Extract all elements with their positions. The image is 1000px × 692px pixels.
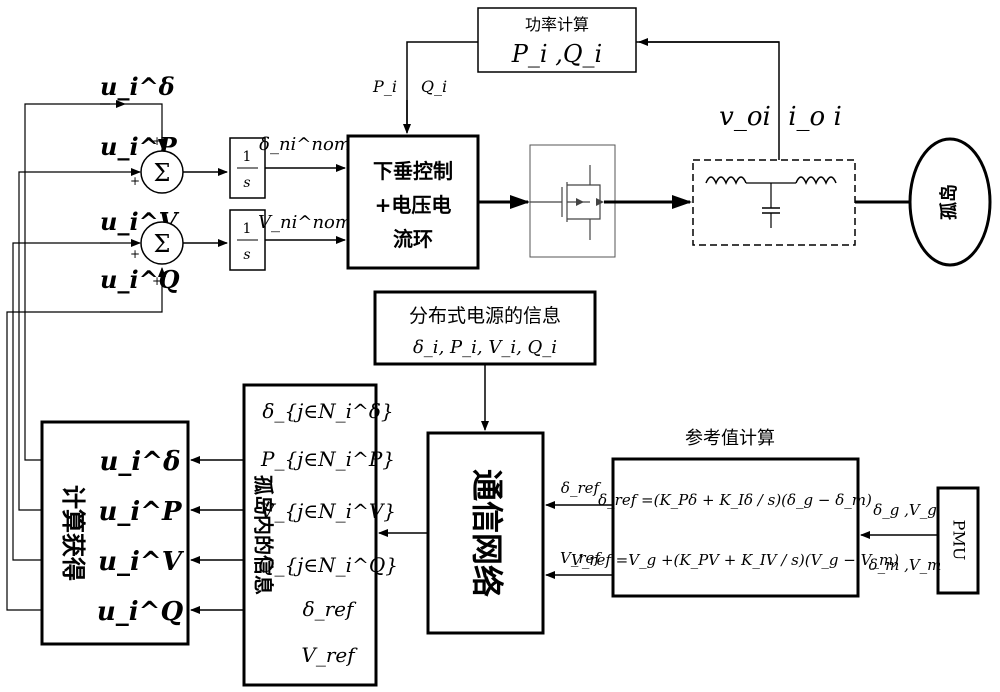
delta-nom-label: δ_ni^nom	[259, 134, 351, 155]
compute-item: u_i^δ	[100, 447, 181, 477]
v-nom-label: V_ni^nom	[258, 212, 352, 233]
island-info-title: 孤岛内的信息	[252, 475, 276, 595]
pmu-in-2: δ_m ,V_m	[869, 556, 942, 574]
power-calc-block: 功率计算 P_i ,Q_i	[477, 7, 637, 73]
compute-title: 计算获得	[59, 485, 87, 581]
plus-sign: +	[130, 174, 140, 188]
droop-line2: +电压电	[375, 193, 452, 217]
sum-symbol: Σ	[154, 230, 171, 258]
q-label: Q_i	[421, 77, 447, 96]
comm-network-block: 通信网络	[426, 431, 545, 635]
compute-block: 计算获得 u_i^δ u_i^P u_i^V u_i^Q	[40, 420, 190, 646]
inductor-icon	[795, 176, 837, 185]
power-calc-title: 功率计算	[525, 15, 589, 34]
island-info-item: δ_ref	[303, 597, 357, 621]
inductor-icon	[705, 176, 747, 185]
svg-text:s: s	[243, 175, 250, 191]
power-calc-output: P_i ,Q_i	[511, 40, 602, 68]
delta-ref-equation: δ_ref =(K_Pδ + K_Iδ / s)(δ_g − δ_m)	[598, 491, 872, 509]
compute-item: u_i^P	[98, 497, 183, 527]
island-label: 孤岛	[938, 184, 960, 220]
inverter-block	[529, 144, 616, 258]
plus-sign: +	[152, 274, 162, 288]
ref-calc-block: δ_ref =(K_Pδ + K_Iδ / s)(δ_g − δ_m) V_re…	[571, 457, 899, 598]
compute-item: u_i^V	[98, 547, 185, 577]
island-info-item: Q_{j∈N_i^Q}	[258, 553, 398, 577]
island-info-item: V_ref	[301, 643, 358, 667]
plus-sign: +	[152, 134, 162, 148]
dg-info-block: 分布式电源的信息 δ_i, P_i, V_i, Q_i	[373, 290, 597, 366]
droop-control-block: 下垂控制 +电压电 流环	[346, 134, 480, 270]
dg-info-title: 分布式电源的信息	[409, 305, 561, 327]
u-delta-input-label: u_i^δ	[100, 72, 175, 101]
island-info-item: P_{j∈N_i^P}	[260, 447, 395, 471]
v-ref-equation: V_ref =V_g +(K_PV + K_IV / s)(V_g − V_m)	[571, 551, 899, 569]
pmu-block: PMU	[936, 486, 980, 595]
droop-line3: 流环	[393, 227, 433, 251]
svg-text:s: s	[243, 247, 250, 263]
island-info-block: 孤岛内的信息 δ_{j∈N_i^δ} P_{j∈N_i^P} V_{j∈N_i^…	[242, 383, 398, 687]
u-q-input-label: u_i^Q	[100, 265, 180, 294]
droop-line1: 下垂控制	[373, 159, 453, 183]
pmu-in-1: δ_g ,V_g	[873, 501, 937, 519]
pq-line	[406, 41, 478, 128]
compute-item: u_i^Q	[97, 597, 184, 627]
integrator-2: 1 s	[229, 209, 266, 271]
v-oi-label: v_oi	[719, 102, 771, 132]
island-info-item: δ_{j∈N_i^δ}	[262, 399, 393, 423]
sum-junction-1: Σ + +	[130, 134, 184, 194]
pmu-label: PMU	[950, 520, 969, 561]
sum-symbol: Σ	[154, 159, 171, 187]
comm-network-label: 通信网络	[468, 469, 506, 597]
dg-info-vars: δ_i, P_i, V_i, Q_i	[413, 337, 557, 358]
svg-text:1: 1	[243, 221, 252, 237]
ref-calc-title: 参考值计算	[685, 428, 775, 449]
v-ref-signal: V_ref	[560, 549, 602, 567]
sum-junction-2: Σ + +	[130, 221, 184, 288]
lc-filter-block	[692, 159, 856, 246]
svg-text:1: 1	[243, 149, 252, 165]
island-node: 孤岛	[908, 137, 992, 267]
i-oi-label: i_o i	[788, 102, 842, 132]
integrator-1: 1 s	[229, 137, 266, 199]
feedback-line	[636, 41, 780, 160]
island-info-item: V_{j∈N_i^V}	[260, 499, 396, 523]
delta-ref-signal: δ_ref	[561, 479, 602, 497]
feedback-wires	[6, 103, 110, 611]
plus-sign: +	[130, 247, 140, 261]
p-label: P_i	[372, 77, 397, 96]
